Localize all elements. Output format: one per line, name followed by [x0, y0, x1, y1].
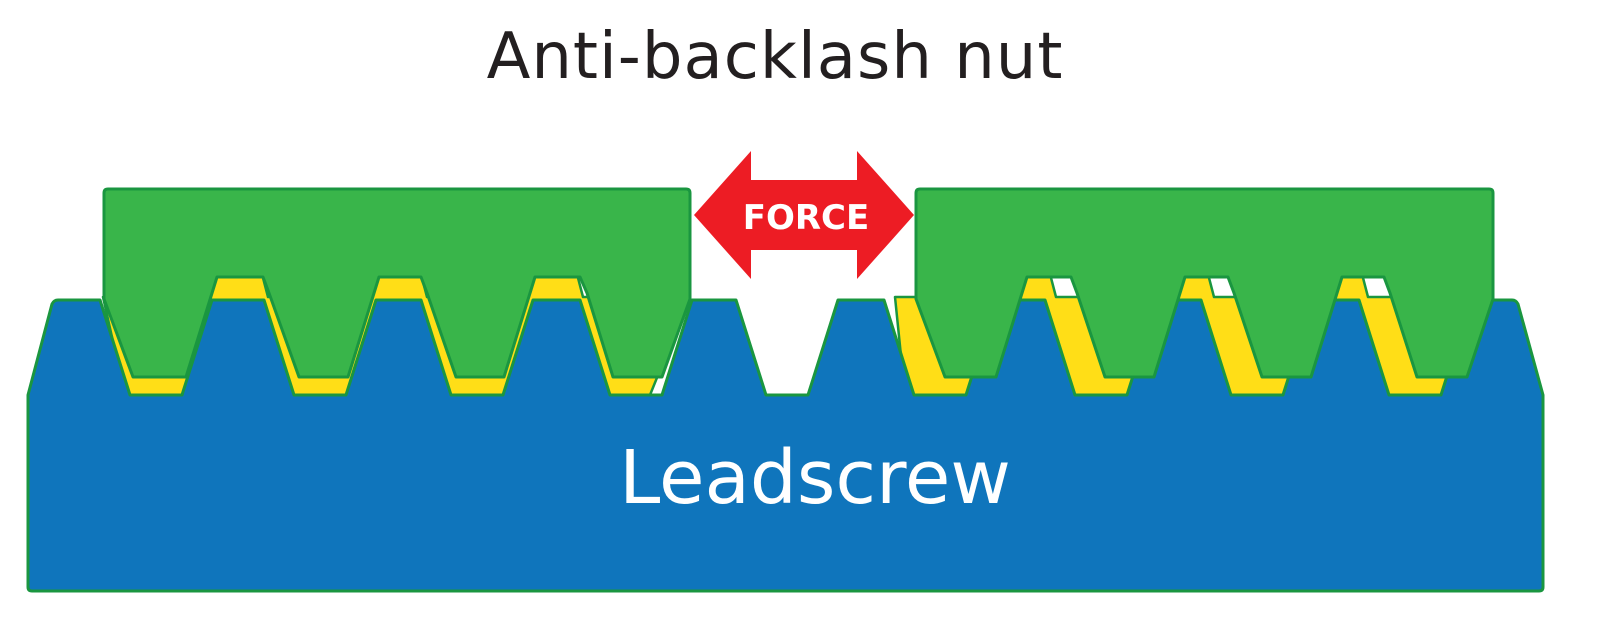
right-nut: [914, 187, 1495, 379]
force-arrow: [694, 151, 914, 279]
left-nut: [102, 187, 692, 379]
leadscrew-label: Leadscrew: [619, 435, 1011, 521]
diagram-title: Anti-backlash nut: [486, 20, 1064, 94]
leadscrew-body: [26, 298, 1545, 593]
force-label: FORCE: [743, 198, 870, 238]
